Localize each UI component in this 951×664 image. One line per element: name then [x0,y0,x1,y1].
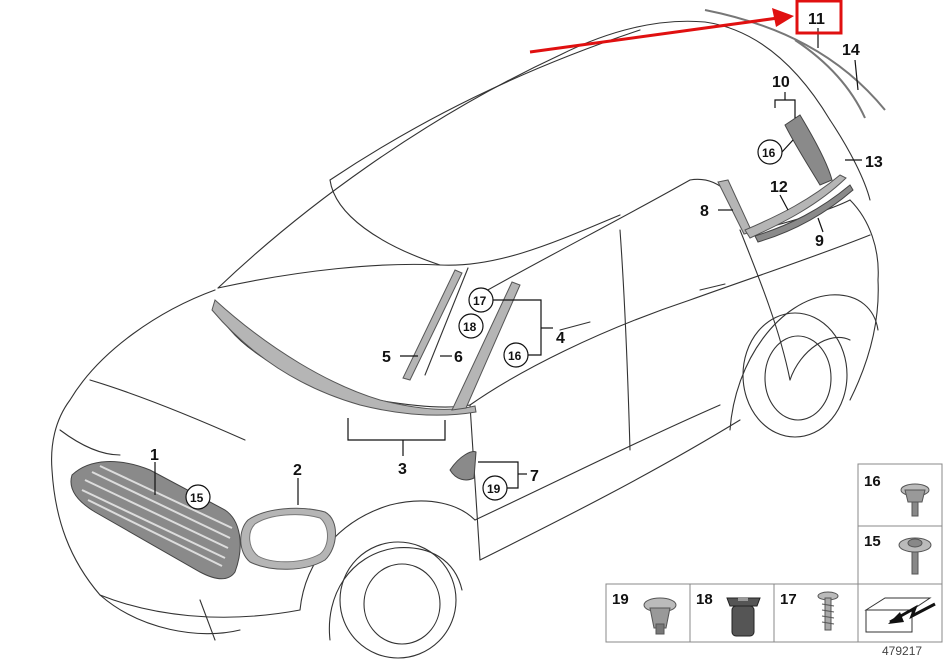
parts-cell-19 [605,583,691,643]
part-label-18: 18 [696,591,713,608]
callout-6: 6 [454,349,463,366]
circled-18: 18 [463,320,477,334]
callout-2: 2 [293,462,302,479]
a-pillar-trim-part [451,281,521,411]
screw-17-icon [817,591,839,631]
headlamp-trim-part [240,507,336,570]
callout-13: 13 [865,154,883,171]
callout-4: 4 [556,330,565,347]
callout-11: 11 [808,11,825,28]
callout-8: 8 [700,203,709,220]
highlight-arrow [529,8,794,54]
circled-labels: 15 17 18 16 16 19 [185,139,783,510]
callout-7: 7 [530,468,539,485]
callout-5: 5 [382,349,391,366]
direction-symbol-icon [864,597,936,633]
part-label-19: 19 [612,591,629,608]
callout-14: 14 [842,42,860,59]
callout-12: 12 [770,179,788,196]
parts-table: 16 15 19 18 17 [605,463,943,643]
parts-cell-15 [857,525,943,585]
rear-window-trim-part [744,174,854,243]
image-number: 479217 [882,644,922,658]
circled-16-b: 16 [762,146,776,160]
clip-16-icon [900,483,930,517]
highlight-box [795,0,843,35]
circled-19: 19 [487,482,501,496]
parts-cell-16 [857,463,943,527]
clip-15-icon [898,537,932,575]
car-outline [51,20,879,659]
grommet-18-icon [726,597,761,637]
leader-lines [154,28,862,505]
circled-16-a: 16 [508,349,522,363]
circled-17: 17 [473,294,487,308]
d-pillar-trim-part [784,114,833,186]
circled-15: 15 [190,491,204,505]
part-label-15: 15 [864,533,881,550]
clip-19-icon [643,597,677,635]
roof-strips-part [704,9,886,119]
grille-part [70,461,241,580]
part-label-16: 16 [864,473,881,490]
callout-labels: 1 2 3 4 5 6 7 8 9 10 11 12 13 14 [150,11,883,485]
windshield-strip-part [402,267,469,381]
callout-10: 10 [772,74,790,91]
callout-1: 1 [150,447,159,464]
callout-9: 9 [815,233,824,250]
cowl-trim-part [211,299,477,416]
callout-3: 3 [398,461,407,478]
part-label-17: 17 [780,591,797,608]
mirror-triangle-part [449,451,477,481]
b-pillar-part [717,179,753,235]
